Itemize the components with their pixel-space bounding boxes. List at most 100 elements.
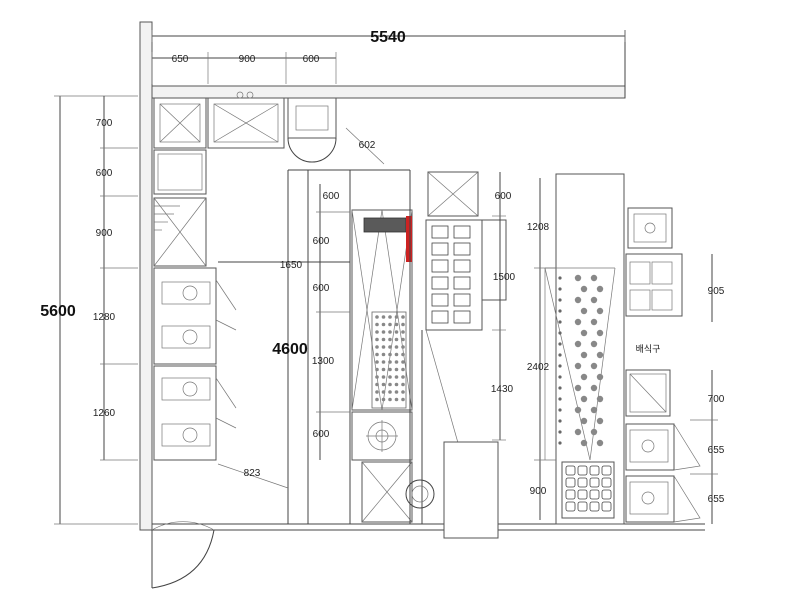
panel-key	[577, 477, 588, 488]
counter-dot	[558, 386, 562, 390]
dish-unit	[625, 253, 683, 317]
rack-dot	[394, 360, 399, 364]
r-seg-2: 2402	[527, 362, 550, 373]
rack-dot	[375, 352, 379, 357]
rack-dot	[388, 315, 392, 319]
rack-dot	[401, 322, 405, 327]
bottom-diag-823: 823	[244, 468, 261, 479]
panel-key	[589, 477, 600, 488]
rack-dot	[375, 330, 379, 334]
counter-dot	[558, 287, 562, 291]
top-wall	[151, 85, 626, 99]
dimension-labels: 5540 650 900 600 602 5600 700 600 900 12…	[40, 29, 725, 505]
rack-dot	[381, 337, 386, 342]
counter-dot	[590, 362, 598, 370]
center-cooking-line	[349, 170, 413, 524]
rack-dot	[401, 390, 405, 394]
rack-dot	[375, 390, 379, 394]
rack-dot	[394, 337, 399, 342]
rack-dot	[394, 382, 399, 387]
rack-dot	[381, 375, 386, 379]
rack-dot	[381, 367, 386, 372]
ice-machine	[287, 97, 337, 139]
counter-dot	[590, 428, 598, 436]
center-seg-1: 600	[323, 191, 340, 202]
panel-key	[565, 501, 576, 512]
counter-dot	[596, 373, 604, 381]
rack-dot	[388, 337, 392, 342]
counter-dot	[574, 384, 582, 392]
top-seg-1: 650	[172, 54, 189, 65]
panel-key	[577, 465, 588, 476]
rack-dot	[381, 352, 386, 357]
counter-dot	[574, 362, 582, 370]
rack-dot	[375, 375, 379, 379]
fr-seg-2: 700	[708, 394, 725, 405]
rack-dot	[394, 375, 399, 379]
counter-dot	[558, 430, 562, 434]
rack-dot	[388, 397, 392, 402]
fr-seg-1: 905	[708, 286, 725, 297]
rack-dot	[401, 337, 405, 342]
center-seg-4: 1300	[312, 356, 335, 367]
rack-dots	[375, 315, 405, 402]
rack-dot	[388, 330, 392, 334]
counter-dot	[558, 353, 562, 357]
rack-dot	[388, 367, 392, 372]
fridge-cells	[431, 225, 471, 324]
rack-dot	[381, 397, 386, 402]
rack-dot	[394, 367, 399, 372]
panel-key	[601, 501, 612, 512]
left-seg-2: 600	[96, 168, 113, 179]
rack-dot	[394, 322, 399, 327]
rc-seg-3: 1430	[491, 384, 514, 395]
rack-dot	[381, 390, 386, 394]
rack-dot	[375, 322, 379, 327]
center-width-1650: 1650	[280, 260, 303, 271]
counter-dot	[558, 408, 562, 412]
counter-dot	[596, 417, 604, 425]
rack-dot	[394, 352, 399, 357]
counter-dot	[596, 307, 604, 315]
side-shelf	[481, 219, 507, 301]
rack-dot	[375, 382, 379, 387]
rack-dot	[375, 337, 379, 342]
panel-key	[601, 477, 612, 488]
toilet-stall-1	[153, 267, 217, 365]
rack-dot	[394, 397, 399, 402]
counter-dot	[558, 276, 562, 280]
counter-dot	[558, 342, 562, 346]
counter-dot	[558, 331, 562, 335]
center-seg-2: 600	[313, 236, 330, 247]
exhaust-hood	[351, 209, 413, 411]
fridge-cell	[431, 293, 449, 307]
panel-key	[589, 465, 600, 476]
rack-dot	[401, 397, 405, 402]
steam-rack	[371, 311, 407, 409]
panel-key	[601, 465, 612, 476]
rack-dot	[388, 345, 392, 349]
rack-dot	[401, 360, 405, 364]
panel-keys	[565, 465, 612, 512]
rack-dot	[381, 322, 386, 327]
right-center-column	[405, 171, 507, 539]
rack-dot	[388, 352, 392, 357]
red-indicator-strip	[406, 216, 412, 262]
rack-dot	[375, 367, 379, 372]
serving-window-label: 배식구	[636, 344, 661, 355]
panel-key	[565, 477, 576, 488]
rack-dot	[394, 345, 399, 349]
right-column	[544, 173, 625, 525]
r-seg-3: 900	[530, 486, 547, 497]
fridge-cell	[431, 276, 449, 290]
rack-dot	[401, 315, 405, 319]
rack-dot	[375, 315, 379, 319]
panel-key	[589, 501, 600, 512]
toilet-stall-2	[153, 365, 217, 461]
fridge-cell	[453, 293, 471, 307]
rack-dot	[375, 345, 379, 349]
counter-dot	[558, 397, 562, 401]
counter-dots	[558, 274, 604, 447]
rack-dot	[394, 315, 399, 319]
